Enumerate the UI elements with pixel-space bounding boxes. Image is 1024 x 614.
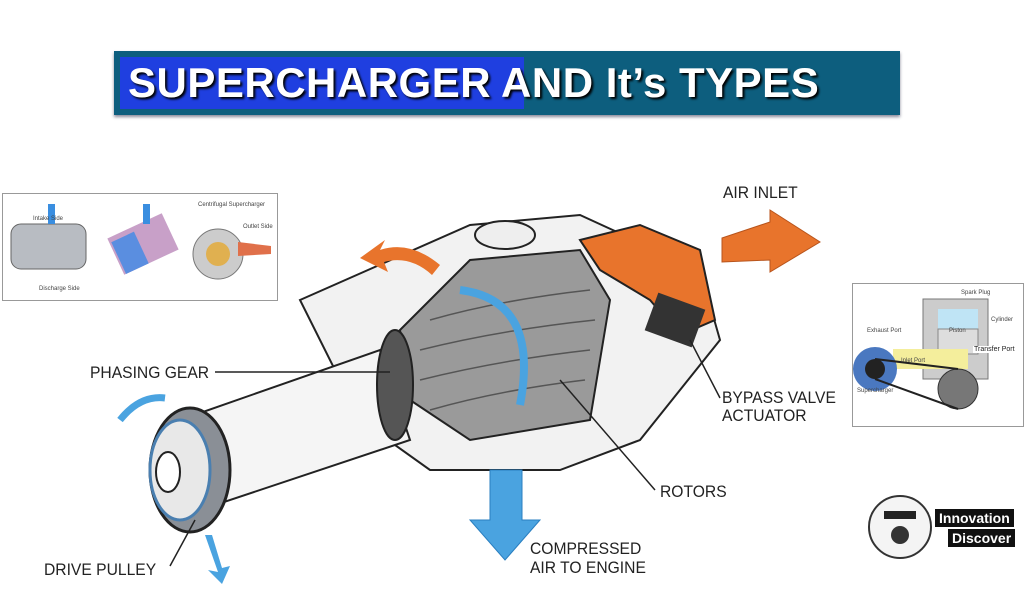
exhaust-port-label: Exhaust Port	[867, 328, 902, 334]
air-inlet-arrow	[721, 209, 821, 273]
rotor-lobes	[419, 289, 596, 411]
orange-flow-arrow	[360, 240, 440, 275]
logo-text-discover: Discover	[948, 529, 1016, 547]
piston-label: Piston	[949, 328, 966, 334]
spark-plug-label: Spark Plug	[961, 290, 991, 296]
inlet-port-label: Inlet Port	[901, 358, 926, 364]
transfer-port-label: Transfer Port	[973, 346, 1016, 353]
intake-side-label: Intake Side	[33, 216, 64, 222]
label-compressed: COMPRESSED	[530, 539, 642, 558]
discharge-side-label: Discharge Side	[39, 286, 80, 292]
label-drive-pulley: DRIVE PULLEY	[44, 560, 157, 579]
engine-illustration	[853, 298, 989, 410]
label-bypass-valve: BYPASS VALVE	[722, 388, 836, 407]
logo	[868, 495, 932, 559]
title-highlight-text: SUPERCHARGER	[128, 59, 492, 106]
logo-text-innovation: Innovation	[935, 509, 1014, 527]
pulley-arrow-top	[117, 394, 166, 423]
outlet-side-label: Outlet Side	[243, 224, 273, 230]
cylinder-label: Cylinder	[991, 317, 1014, 323]
pulley-arrow-bottom	[205, 535, 230, 584]
label-air-to-engine: AIR TO ENGINE	[530, 558, 646, 577]
label-actuator: ACTUATOR	[722, 406, 807, 425]
rotor-housing	[398, 248, 612, 442]
supercharger-label: Supercharger	[857, 388, 894, 394]
label-air-inlet: AIR INLET	[723, 183, 798, 202]
label-rotors: ROTORS	[660, 482, 727, 501]
engine-inset: Spark Plug Cylinder Exhaust Port Piston …	[852, 283, 1024, 427]
rotation-arrow	[459, 286, 528, 406]
leader-lines	[169, 339, 721, 567]
phasing-gear	[376, 329, 414, 441]
wrench-gear-logo-icon	[884, 511, 916, 544]
supercharger-types-inset: Intake Side Discharge Side Outlet Side C…	[2, 193, 278, 301]
title-rest-text: AND It’s TYPES	[501, 59, 820, 106]
inlet-neck	[474, 220, 536, 250]
label-phasing-gear: PHASING GEAR	[90, 363, 210, 382]
compressed-air-arrow	[468, 469, 542, 561]
types-illustration	[10, 204, 271, 280]
title-highlight	[120, 57, 524, 109]
centrifugal-label: Centrifugal Supercharger	[198, 202, 266, 208]
